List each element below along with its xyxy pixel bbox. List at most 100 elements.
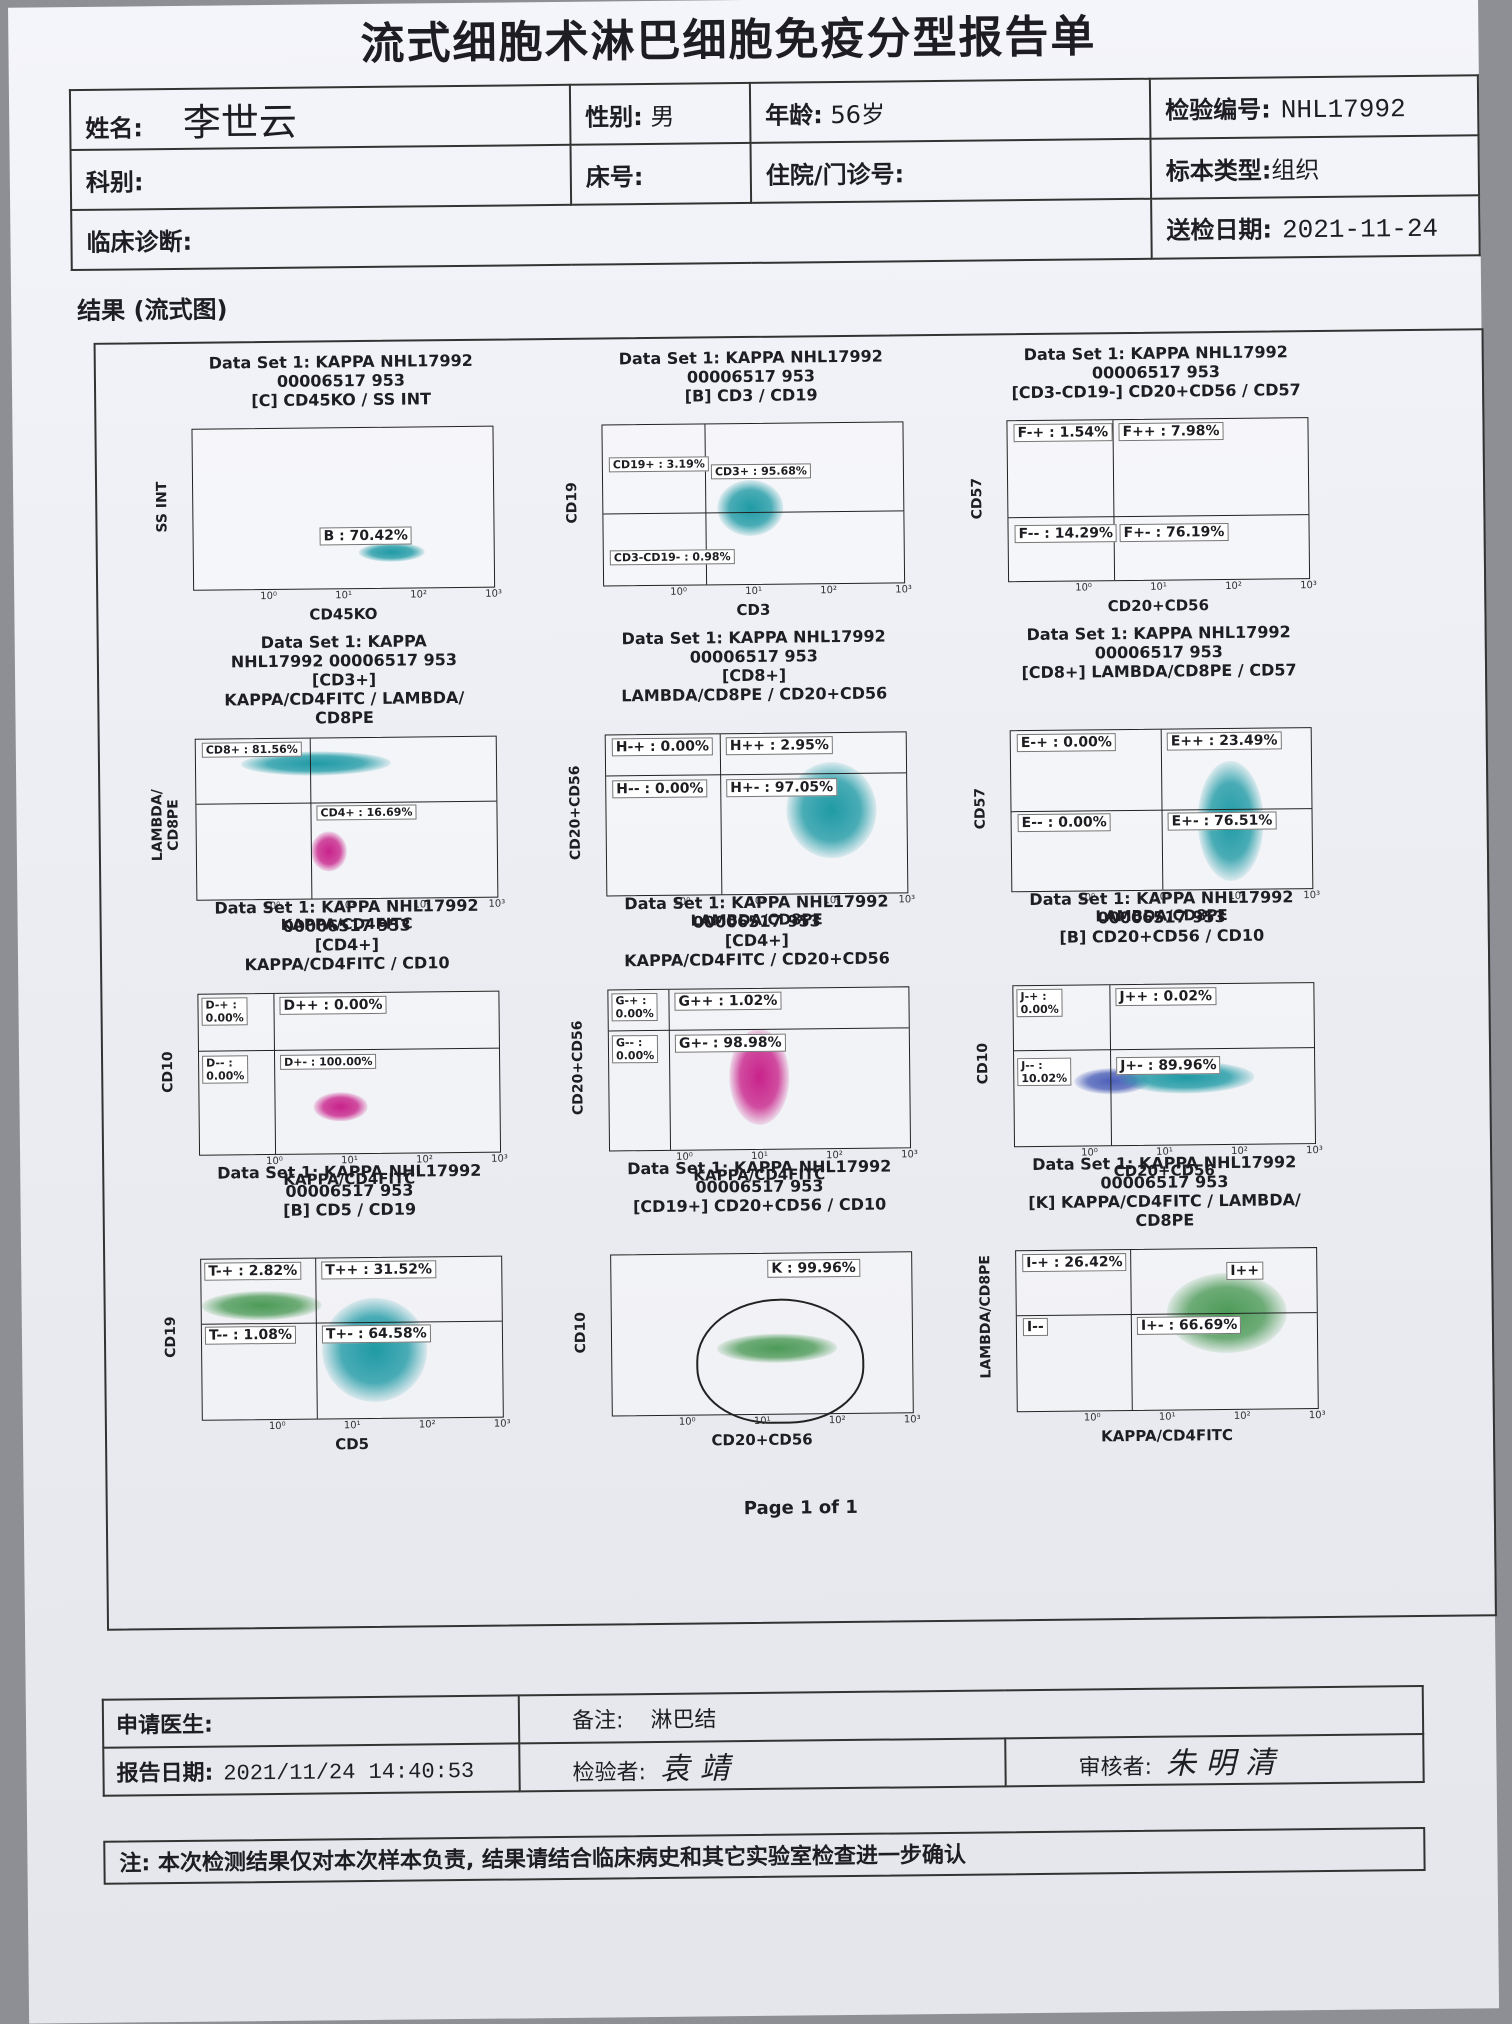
gate-label: D-+ : 0.00% <box>201 997 248 1026</box>
flow-plot-9: Data Set 1: KAPPA NHL17992 00006517 953 … <box>975 886 1374 1180</box>
report-sheet: 流式细胞术淋巴细胞免疫分型报告单 姓名:李世云 性别: 男 年龄: 56岁 检验… <box>8 0 1500 2024</box>
cell-population <box>321 1297 428 1403</box>
age-label: 年龄: <box>765 100 823 130</box>
y-axis-label: LAMBDA/ CD8PE <box>149 789 182 862</box>
gate-label: E+- : 76.51% <box>1167 811 1277 831</box>
gate-label: B : 70.42% <box>319 526 413 546</box>
y-axis-label: CD10 <box>974 1042 992 1085</box>
gate-label: G-+ : 0.00% <box>611 993 658 1022</box>
x-axis-label: CD3 <box>736 600 771 620</box>
plot-area: CD8+ : 81.56% CD4+ : 16.69% <box>194 735 499 901</box>
plot-area: I-+ : 26.42%I++I--I+- : 66.69% <box>1015 1247 1319 1413</box>
cell-population <box>358 542 425 563</box>
flow-plot-2: Data Set 1: KAPPA NHL17992 00006517 953 … <box>564 346 964 630</box>
quadrant-divider-v <box>719 734 723 895</box>
y-axis-label: SS INT <box>154 481 171 533</box>
x-axis-label: KAPPA/CD4FITC <box>1101 1425 1234 1446</box>
quadrant-divider-h <box>196 800 497 805</box>
x-tick: 10³ <box>485 588 502 600</box>
flow-plot-6: Data Set 1: KAPPA NHL17992 00006517 953 … <box>972 621 1372 925</box>
gate-ellipse <box>695 1297 865 1425</box>
submit-date: 2021-11-24 <box>1281 213 1439 246</box>
gate-label: I-+ : 26.42% <box>1022 1253 1127 1273</box>
report-title: 流式细胞术淋巴细胞免疫分型报告单 <box>360 11 1097 71</box>
y-axis-label: CD57 <box>972 787 989 830</box>
tester-label: 检验者: <box>572 1760 647 1786</box>
plot-area: F-+ : 1.54%F++ : 7.98% F-- : 14.29%F+- : … <box>1006 417 1311 583</box>
gate-label: T+- : 64.58% <box>321 1324 431 1344</box>
gate-label: H+- : 97.05% <box>726 777 838 798</box>
test-no-label: 检验编号: <box>1165 95 1271 125</box>
quadrant-divider-v <box>315 1258 318 1419</box>
tester-signature: 袁 靖 <box>659 1751 730 1787</box>
gate-label: CD4+ : 16.69% <box>316 804 417 821</box>
plot-title: Data Set 1: KAPPA NHL17992 00006517 953 … <box>1028 1152 1301 1230</box>
x-tick: 10² <box>418 1419 436 1431</box>
plot-area: H-+ : 0.00%H++ : 2.95%H-- : 0.00%H+- : 9… <box>604 731 909 897</box>
x-tick: 10⁰ <box>1075 582 1092 594</box>
flow-plot-11: Data Set 1: KAPPA NHL17992 00006517 953 … <box>573 1156 972 1450</box>
x-tick: 10¹ <box>343 1420 361 1432</box>
flow-plot-7: Data Set 1: KAPPA NHL17992 00006517 953 … <box>160 895 559 1189</box>
gate-label: E-+ : 0.00% <box>1016 733 1116 753</box>
plot-title: Data Set 1: KAPPA NHL17992 00006517 953 … <box>208 350 473 411</box>
y-axis-label: CD20+CD56 <box>569 1020 587 1116</box>
plot-title: Data Set 1: KAPPA NHL17992 00006517 953 … <box>624 891 890 971</box>
quadrant-divider-v <box>1112 420 1116 581</box>
plot-title: Data Set 1: KAPPA NHL17992 00006517 953 … <box>621 626 888 706</box>
x-tick: 10³ <box>1308 1409 1326 1422</box>
gate-label: J-- : 10.02% <box>1017 1057 1072 1087</box>
doctor-label: 申请医生: <box>115 1712 213 1739</box>
remark-label: 备注: <box>571 1708 624 1734</box>
x-tick: 10¹ <box>1158 1411 1176 1423</box>
reviewer-label: 审核者: <box>1078 1754 1153 1781</box>
diagnosis-label: 临床诊断: <box>86 227 193 257</box>
gate-label: E-- : 0.00% <box>1017 813 1111 833</box>
plot-title: Data Set 1: KAPPA NHL17992 00006517 953 … <box>217 1160 482 1220</box>
x-tick: 10² <box>820 585 837 597</box>
plot-area: CD19+ : 3.19%CD3+ : 95.68%CD3-CD19- : 0.… <box>601 421 906 587</box>
report-date: 2021/11/24 14:40:53 <box>223 1758 475 1787</box>
gate-label: F-- : 14.29% <box>1014 524 1118 544</box>
x-tick: 10¹ <box>335 590 353 602</box>
cell-population <box>785 761 877 859</box>
cell-population <box>313 1092 368 1122</box>
gate-label: E++ : 23.49% <box>1166 731 1282 751</box>
gate-label: F++ : 7.98% <box>1118 422 1224 442</box>
gate-label: K : 99.96% <box>767 1259 860 1279</box>
gate-label: CD19+ : 3.19% <box>608 456 709 473</box>
x-axis-label: CD5 <box>335 1434 370 1454</box>
x-tick: 10⁰ <box>678 1416 696 1428</box>
x-tick: 10⁰ <box>1083 1412 1101 1424</box>
remark-value: 淋巴结 <box>650 1707 717 1734</box>
plot-title: Data Set 1: KAPPA NHL17992 00006517 953 … <box>1029 887 1294 947</box>
quadrant-divider-v <box>273 993 277 1154</box>
gate-label: G+- : 98.98% <box>674 1033 786 1053</box>
x-tick: 10² <box>1233 1410 1251 1422</box>
results-title: 结果 (流式图) <box>77 295 228 325</box>
plot-area: E-+ : 0.00% E++ : 23.49% E-- : 0.00% E+- : … <box>1009 727 1314 893</box>
gate-label: J++ : 0.02% <box>1115 987 1217 1007</box>
gate-label: CD3-CD19- : 0.98% <box>609 548 735 566</box>
gate-label: H++ : 2.95% <box>725 736 833 756</box>
plot-title: Data Set 1: KAPPA NHL17992 00006517 953 … <box>224 631 465 728</box>
gate-label: H-+ : 0.00% <box>611 737 714 757</box>
patient-name: 李世云 <box>182 99 298 145</box>
gate-label: G++ : 1.02% <box>674 991 782 1011</box>
gate-label: F+- : 76.19% <box>1119 522 1229 543</box>
flow-plot-12: Data Set 1: KAPPA NHL17992 00006517 953 … <box>977 1151 1377 1445</box>
disclaimer-note: 注: 本次检测结果仅对本次样本负责, 结果请结合临床病史和其它实验室检查进一步确… <box>103 1826 1426 1885</box>
quadrant-divider-h <box>198 1047 499 1052</box>
cell-population <box>310 830 348 872</box>
x-tick: 10³ <box>895 584 912 596</box>
submit-date-label: 送检日期: <box>1166 215 1273 245</box>
gate-label: F-+ : 1.54% <box>1013 423 1113 443</box>
name-label: 姓名: <box>85 113 144 143</box>
x-tick: 10⁰ <box>670 586 687 598</box>
plot-title: Data Set 1: KAPPA NHL17992 00006517 953 … <box>1011 342 1301 403</box>
gate-label: T++ : 31.52% <box>321 1260 437 1280</box>
x-tick: 10³ <box>903 1414 921 1426</box>
gate-label: CD8+ : 81.56% <box>201 741 302 758</box>
quadrant-divider-v <box>1130 1250 1133 1411</box>
x-tick: 10³ <box>493 1418 511 1430</box>
